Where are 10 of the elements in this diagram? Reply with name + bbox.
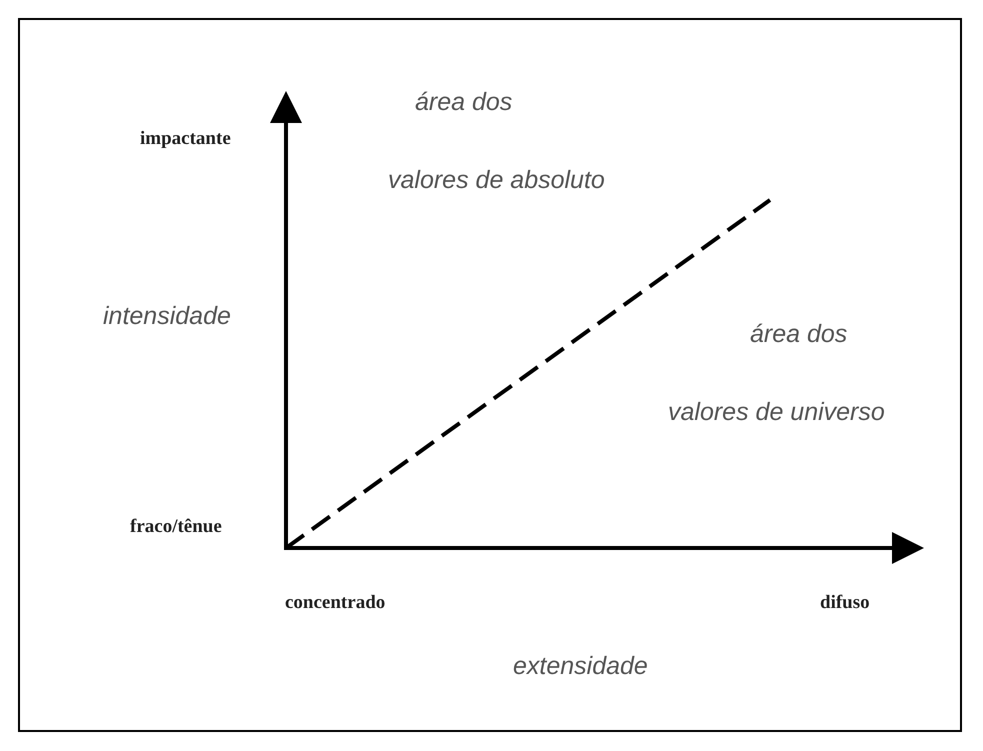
axis-title: intensidade <box>103 302 231 331</box>
axis-end-label: concentrado <box>285 592 386 614</box>
region-label: área dos <box>750 320 848 349</box>
region-label: valores de absoluto <box>388 166 605 195</box>
axis-end-label: difuso <box>820 592 870 614</box>
axis-title: extensidade <box>513 652 648 681</box>
region-label: valores de universo <box>668 398 885 427</box>
axis-end-label: impactante <box>140 128 231 150</box>
axis-end-label: fraco/tênue <box>130 516 222 538</box>
region-label: área dos <box>415 88 512 117</box>
